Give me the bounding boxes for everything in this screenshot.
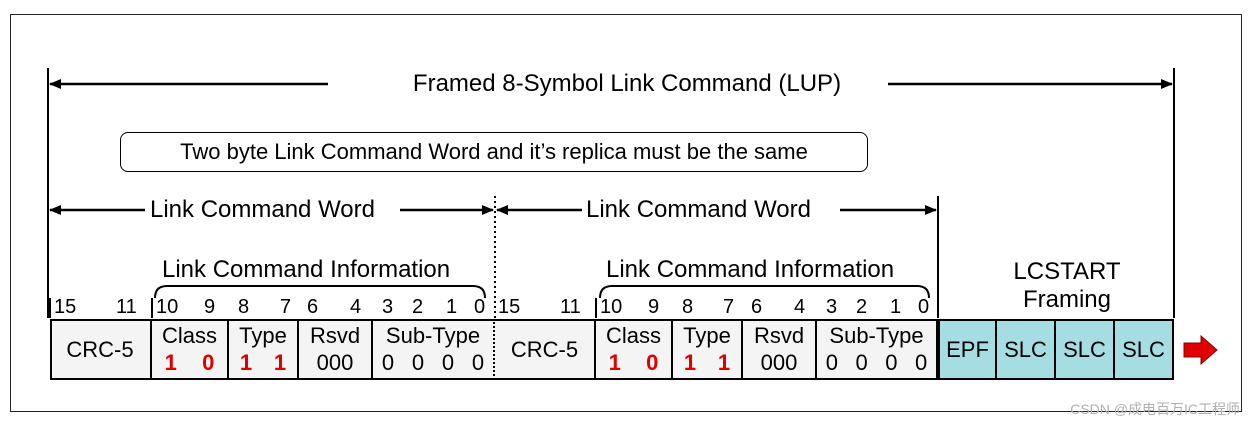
bit-number: 7	[280, 296, 292, 318]
bit-number: 9	[204, 296, 216, 318]
bit-value: 1	[273, 350, 287, 375]
bit-value: 1	[164, 350, 177, 375]
bit-value: 0	[825, 350, 838, 375]
bit-value: 0	[441, 350, 455, 375]
info-brace-2	[599, 285, 930, 299]
bit-number: 10	[600, 296, 623, 318]
bit-number: 3	[382, 296, 394, 318]
watermark: CSDN @成电百万IC工程师	[1070, 401, 1240, 417]
framing-label-line1: LCSTART	[1013, 258, 1121, 285]
word1-label: Link Command Word	[146, 198, 379, 222]
field-name: Class	[161, 323, 217, 348]
bit-value: 0	[855, 350, 868, 375]
bit-value: 1	[717, 350, 731, 375]
bit-number: 11	[560, 296, 581, 318]
symbol-label: SLC	[1004, 336, 1047, 362]
bit-number: 1	[446, 296, 458, 318]
epf-symbol: EPF	[938, 319, 997, 380]
right-arrow-icon	[1183, 335, 1218, 365]
bit-number: 6	[751, 296, 763, 318]
bit-value: 0	[381, 350, 395, 375]
slc-symbol: SLC	[1113, 319, 1174, 380]
subtype-field: Sub-Type 0 0 0 0	[373, 319, 495, 380]
bit-number: 15	[54, 296, 77, 318]
diagram-title: Framed 8-Symbol Link Command (LUP)	[412, 70, 842, 97]
bit-value: 0	[202, 350, 215, 375]
class-field: Class 1 0	[596, 319, 673, 380]
word2-label: Link Command Word	[582, 198, 815, 222]
bit-number: 0	[918, 296, 930, 318]
crc-field: CRC-5	[495, 319, 596, 380]
bit-number: 6	[307, 296, 319, 318]
word2-info-label: Link Command Information	[606, 256, 895, 283]
class-field: Class 1 0	[152, 319, 229, 380]
slc-symbol: SLC	[995, 319, 1056, 380]
bit-number: 0	[474, 296, 486, 318]
bit-number: 11	[116, 296, 137, 318]
crc-field: CRC-5	[50, 319, 152, 380]
bit-value: 1	[683, 350, 697, 375]
bit-value: 0	[411, 350, 425, 375]
symbol-label: SLC	[1122, 336, 1165, 362]
field-name: Sub-Type	[385, 323, 481, 348]
slc-symbol: SLC	[1054, 319, 1115, 380]
field-name: Rsvd	[309, 323, 361, 348]
bit-number: 9	[648, 296, 660, 318]
bit-number: 8	[238, 296, 250, 318]
bit-number: 10	[156, 296, 179, 318]
rsvd-field: Rsvd 000	[299, 319, 373, 380]
rsvd-field: Rsvd 000	[743, 319, 817, 380]
word1-info-label: Link Command Information	[162, 256, 451, 283]
field-name: Type	[683, 323, 731, 348]
bit-number: 8	[682, 296, 694, 318]
bit-number: 4	[794, 296, 806, 318]
bit-number: 7	[723, 296, 735, 318]
bit-value: 1	[608, 350, 621, 375]
diagram-frame	[10, 14, 1242, 412]
symbol-label: SLC	[1063, 336, 1106, 362]
bit-value: 0	[915, 350, 928, 375]
bit-number: 2	[856, 296, 868, 318]
bit-value: 0	[885, 350, 898, 375]
bit-number: 3	[826, 296, 838, 318]
field-name: Type	[239, 323, 287, 348]
replica-note: Two byte Link Command Word and it’s repl…	[120, 132, 868, 172]
bit-value: 000	[760, 350, 798, 375]
crc-label: CRC-5	[66, 336, 134, 362]
bit-value: 0	[646, 350, 659, 375]
bit-value: 000	[316, 350, 354, 375]
field-name: Class	[605, 323, 661, 348]
crc-label: CRC-5	[510, 336, 579, 362]
bit-number: 15	[498, 296, 521, 318]
framing-label-line2: Framing	[1022, 286, 1112, 313]
bit-value: 1	[239, 350, 253, 375]
bit-value: 0	[471, 350, 485, 375]
symbol-label: EPF	[946, 336, 989, 362]
bit-number: 2	[412, 296, 424, 318]
info-brace-1	[154, 285, 486, 299]
subtype-field: Sub-Type 0 0 0 0	[817, 319, 938, 380]
field-name: Rsvd	[753, 323, 805, 348]
field-name: Sub-Type	[829, 323, 924, 348]
bit-number: 4	[350, 296, 362, 318]
type-field: Type 1 1	[229, 319, 299, 380]
bit-number: 1	[890, 296, 902, 318]
type-field: Type 1 1	[673, 319, 743, 380]
